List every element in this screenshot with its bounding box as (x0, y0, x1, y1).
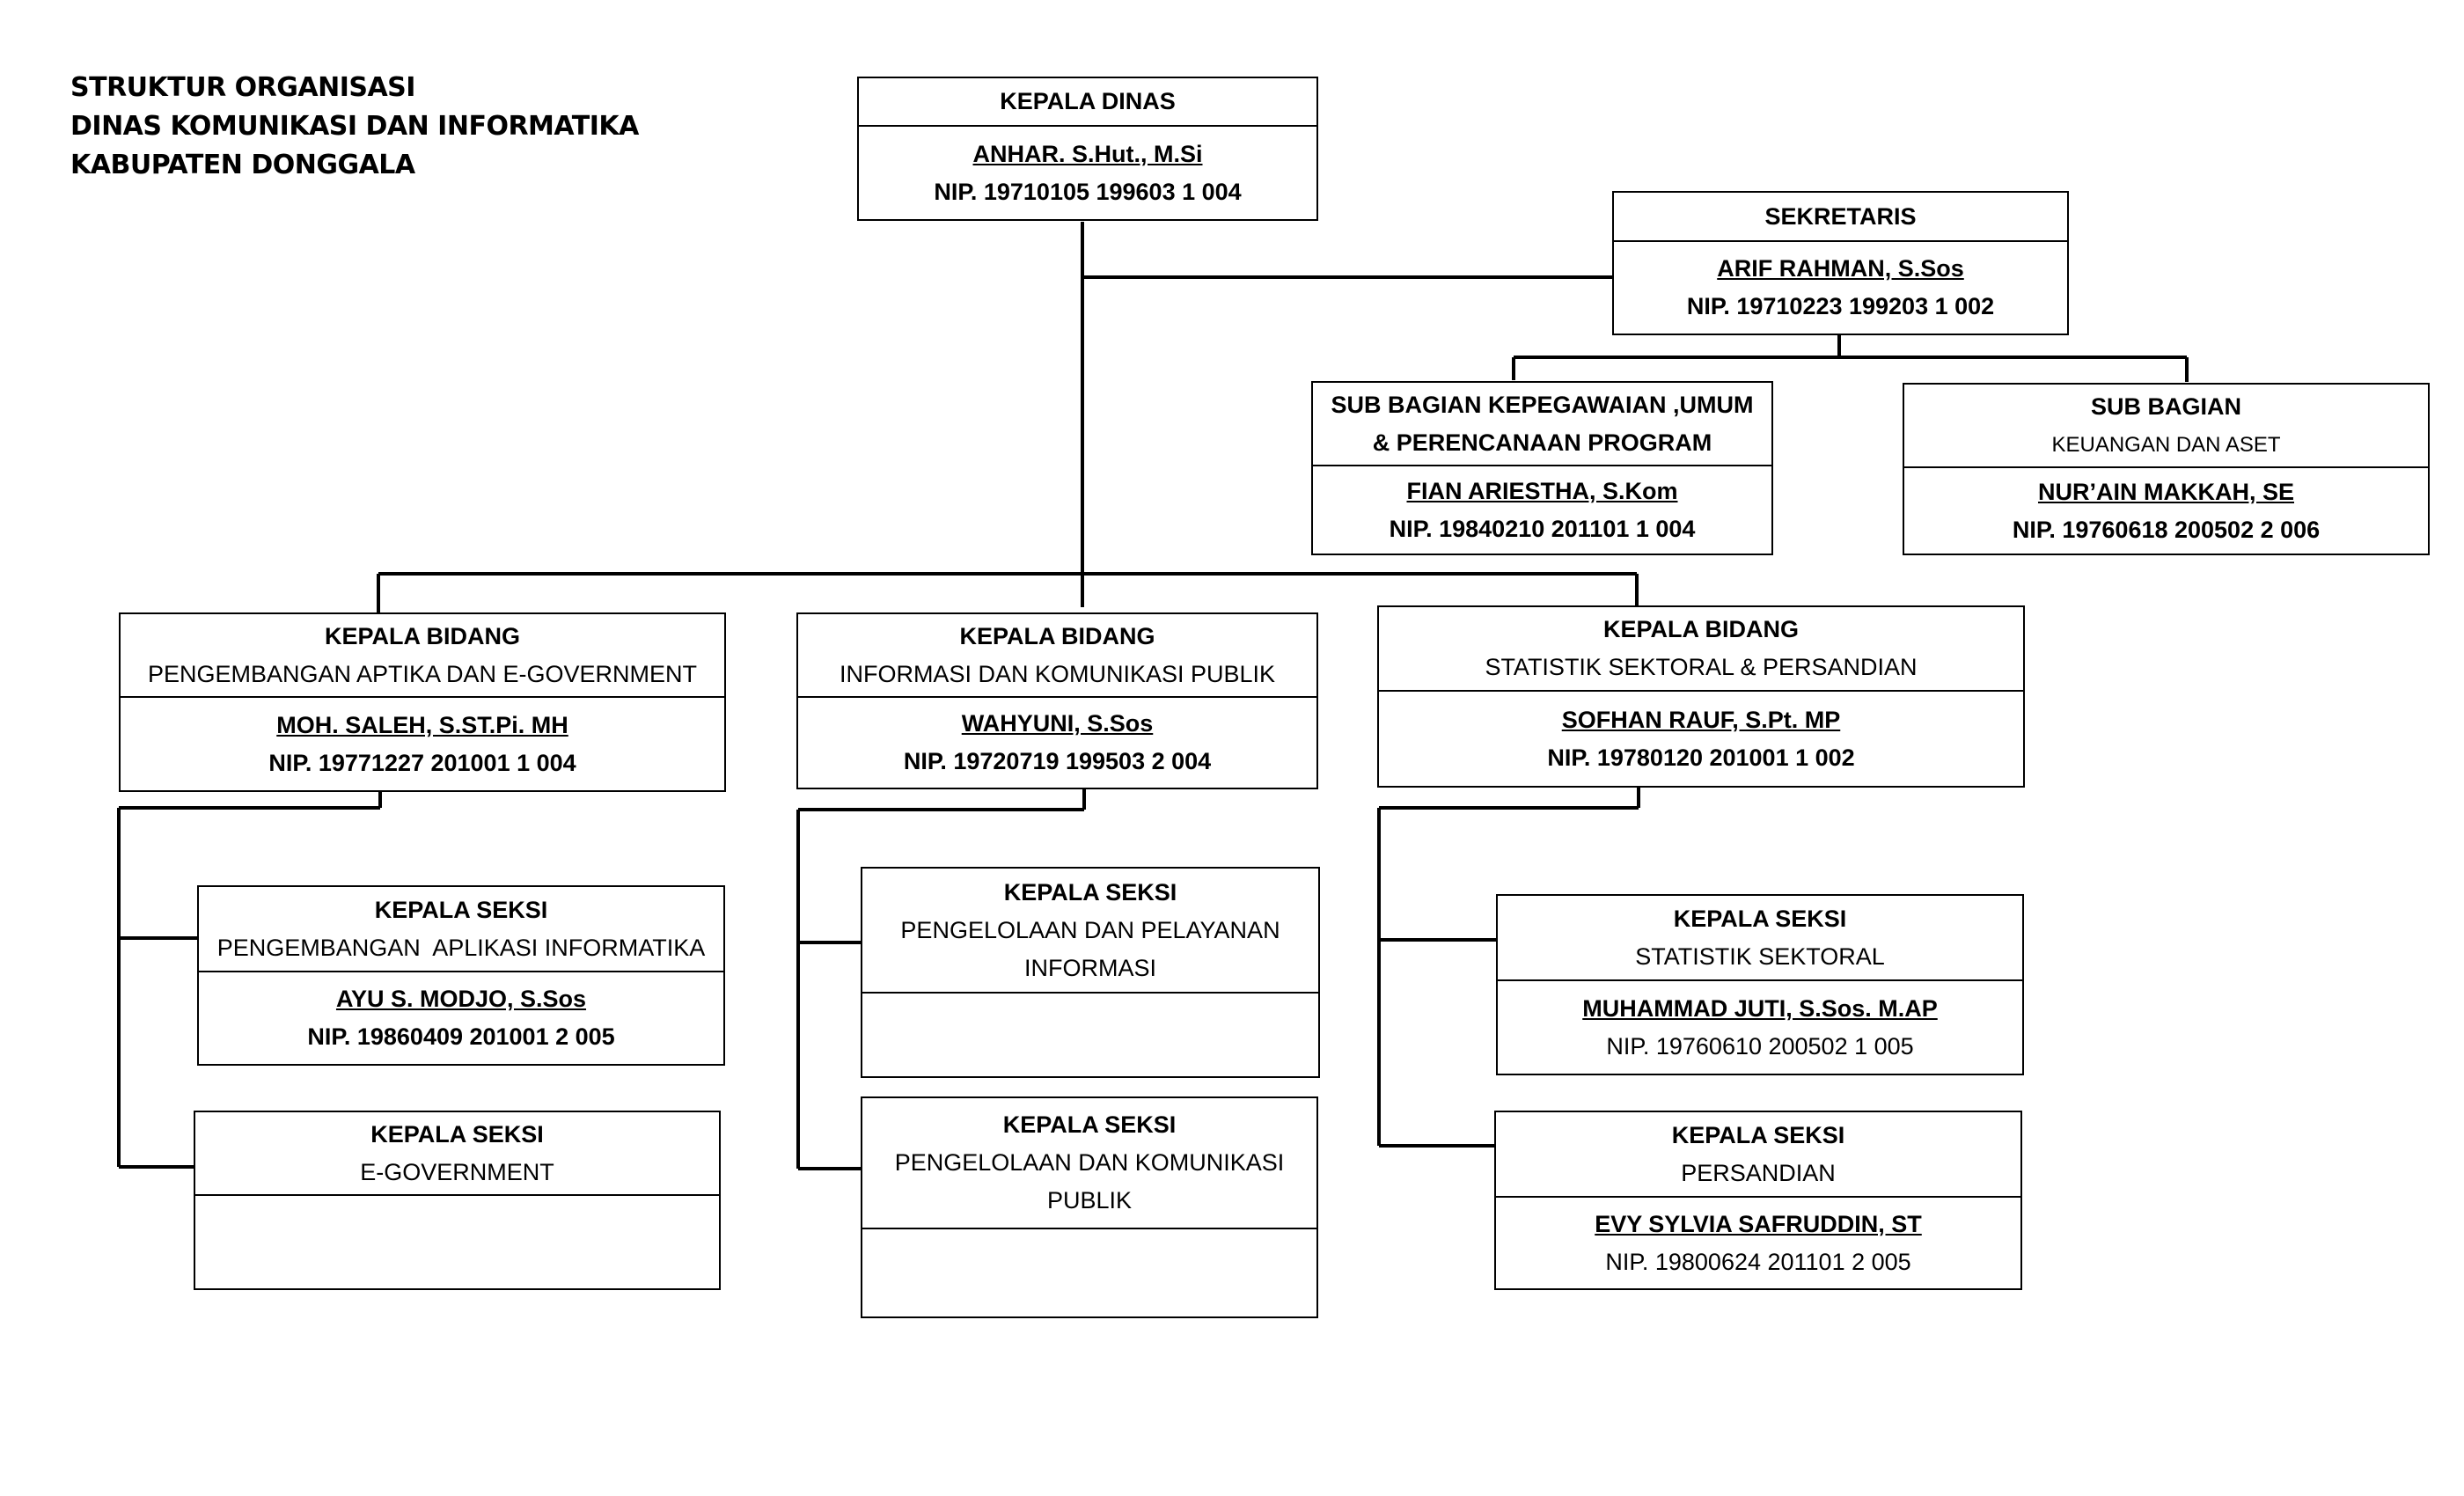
unit-label: INFORMASI DAN KOMUNIKASI PUBLIK (839, 660, 1276, 687)
unit-label: STATISTIK SEKTORAL (1635, 942, 1885, 970)
role-label: KEPALA SEKSI (1673, 905, 1847, 932)
unit-label-1: PENGELOLAAN DAN PELAYANAN (900, 916, 1280, 943)
person-nip: NIP. 19771227 201001 1 004 (268, 749, 576, 776)
person-nip: NIP. 19800624 201101 2 005 (1605, 1248, 1911, 1275)
person-nip: NIP. 19710105 199603 1 004 (934, 178, 1242, 205)
box-seksi-pelayanan: KEPALA SEKSI PENGELOLAAN DAN PELAYANAN I… (861, 867, 1320, 1078)
box-seksi-statistik: KEPALA SEKSI STATISTIK SEKTORAL MUHAMMAD… (1496, 894, 2024, 1075)
box-bidang-aptika: KEPALA BIDANG PENGEMBANGAN APTIKA DAN E-… (119, 612, 726, 792)
box-bidang-ikp: KEPALA BIDANG INFORMASI DAN KOMUNIKASI P… (796, 612, 1318, 789)
empty-slot (195, 1196, 719, 1288)
box-seksi-aplikasi: KEPALA SEKSI PENGEMBANGAN APLIKASI INFOR… (197, 885, 725, 1066)
person-nip: NIP. 19840210 201101 1 004 (1389, 515, 1696, 542)
box-subbag-kepegawaian: SUB BAGIAN KEPEGAWAIAN ,UMUM & PERENCANA… (1311, 381, 1773, 555)
role-label: KEPALA SEKSI (370, 1120, 544, 1148)
unit-label: PENGEMBANGAN APTIKA DAN E-GOVERNMENT (147, 660, 698, 687)
role-label: SEKRETARIS (1764, 202, 1917, 230)
person-name: SOFHAN RAUF, S.Pt. MP (1561, 706, 1841, 733)
unit-label: PERSANDIAN (1681, 1159, 1836, 1186)
title-line-2: DINAS KOMUNIKASI DAN INFORMATIKA (70, 111, 639, 142)
role-label: KEPALA BIDANG (325, 622, 520, 649)
role-label: KEPALA BIDANG (959, 622, 1155, 649)
role-label: KEPALA SEKSI (374, 896, 548, 923)
box-kepala-dinas: KEPALA DINAS ANHAR. S.Hut., M.Si NIP. 19… (857, 77, 1318, 221)
person-nip: NIP. 19760618 200502 2 006 (2012, 516, 2321, 543)
unit-label: PENGEMBANGAN APLIKASI INFORMATIKA (216, 934, 706, 961)
person-name: NUR’AIN MAKKAH, SE (2037, 478, 2294, 505)
person-name: FIAN ARIESTHA, S.Kom (1406, 477, 1678, 504)
role-label-1: SUB BAGIAN KEPEGAWAIAN ,UMUM (1331, 391, 1754, 418)
person-nip: NIP. 19860409 201001 2 005 (307, 1023, 615, 1050)
person-name: WAHYUNI, S.Sos (961, 710, 1154, 737)
box-subbag-keuangan: SUB BAGIAN KEUANGAN DAN ASET NUR’AIN MAK… (1903, 383, 2430, 555)
role-label: KEPALA SEKSI (1003, 878, 1177, 906)
person-name: EVY SYLVIA SAFRUDDIN, ST (1595, 1210, 1922, 1237)
person-name: ANHAR. S.Hut., M.Si (972, 140, 1203, 167)
unit-label-1: PENGELOLAAN DAN KOMUNIKASI (894, 1149, 1285, 1176)
empty-slot (862, 994, 1318, 1076)
empty-slot (862, 1229, 1316, 1316)
person-name: MUHAMMAD JUTI, S.Sos. M.AP (1582, 994, 1938, 1022)
box-seksi-persandian: KEPALA SEKSI PERSANDIAN EVY SYLVIA SAFRU… (1494, 1111, 2022, 1290)
box-bidang-statistik: KEPALA BIDANG STATISTIK SEKTORAL & PERSA… (1377, 605, 2025, 788)
box-seksi-komunikasi: KEPALA SEKSI PENGELOLAAN DAN KOMUNIKASI … (861, 1096, 1318, 1318)
person-name: AYU S. MODJO, S.Sos (335, 986, 587, 1012)
title-line-3: KABUPATEN DONGGALA (70, 150, 415, 180)
role-label: KEPALA SEKSI (1671, 1121, 1845, 1148)
role-label: KEPALA SEKSI (1002, 1111, 1177, 1138)
role-label: KEPALA DINAS (1000, 88, 1176, 114)
person-name: ARIF RAHMAN, S.Sos (1717, 255, 1964, 282)
person-name: MOH. SALEH, S.ST.Pi. MH (276, 711, 568, 738)
role-label: SUB BAGIAN (2090, 392, 2241, 420)
unit-label: KEUANGAN DAN ASET (2051, 432, 2281, 457)
unit-label: E-GOVERNMENT (360, 1158, 554, 1185)
box-sekretaris: SEKRETARIS ARIF RAHMAN, S.Sos NIP. 19710… (1612, 191, 2069, 335)
person-nip: NIP. 19710223 199203 1 002 (1686, 293, 1995, 319)
person-nip: NIP. 19780120 201001 1 002 (1547, 744, 1855, 771)
title-line-1: STRUKTUR ORGANISASI (70, 72, 415, 103)
unit-label-2: PUBLIK (1046, 1187, 1133, 1214)
unit-label-2: INFORMASI (1023, 954, 1156, 981)
person-nip: NIP. 19720719 199503 2 004 (903, 748, 1212, 774)
role-label: KEPALA BIDANG (1603, 616, 1799, 642)
unit-label: STATISTIK SEKTORAL & PERSANDIAN (1485, 654, 1918, 680)
box-seksi-egov: KEPALA SEKSI E-GOVERNMENT (194, 1111, 721, 1290)
chart-title: STRUKTUR ORGANISASI DINAS KOMUNIKASI DAN… (70, 69, 639, 185)
person-nip: NIP. 19760610 200502 1 005 (1606, 1032, 1914, 1060)
role-label-2: & PERENCANAAN PROGRAM (1372, 429, 1712, 456)
